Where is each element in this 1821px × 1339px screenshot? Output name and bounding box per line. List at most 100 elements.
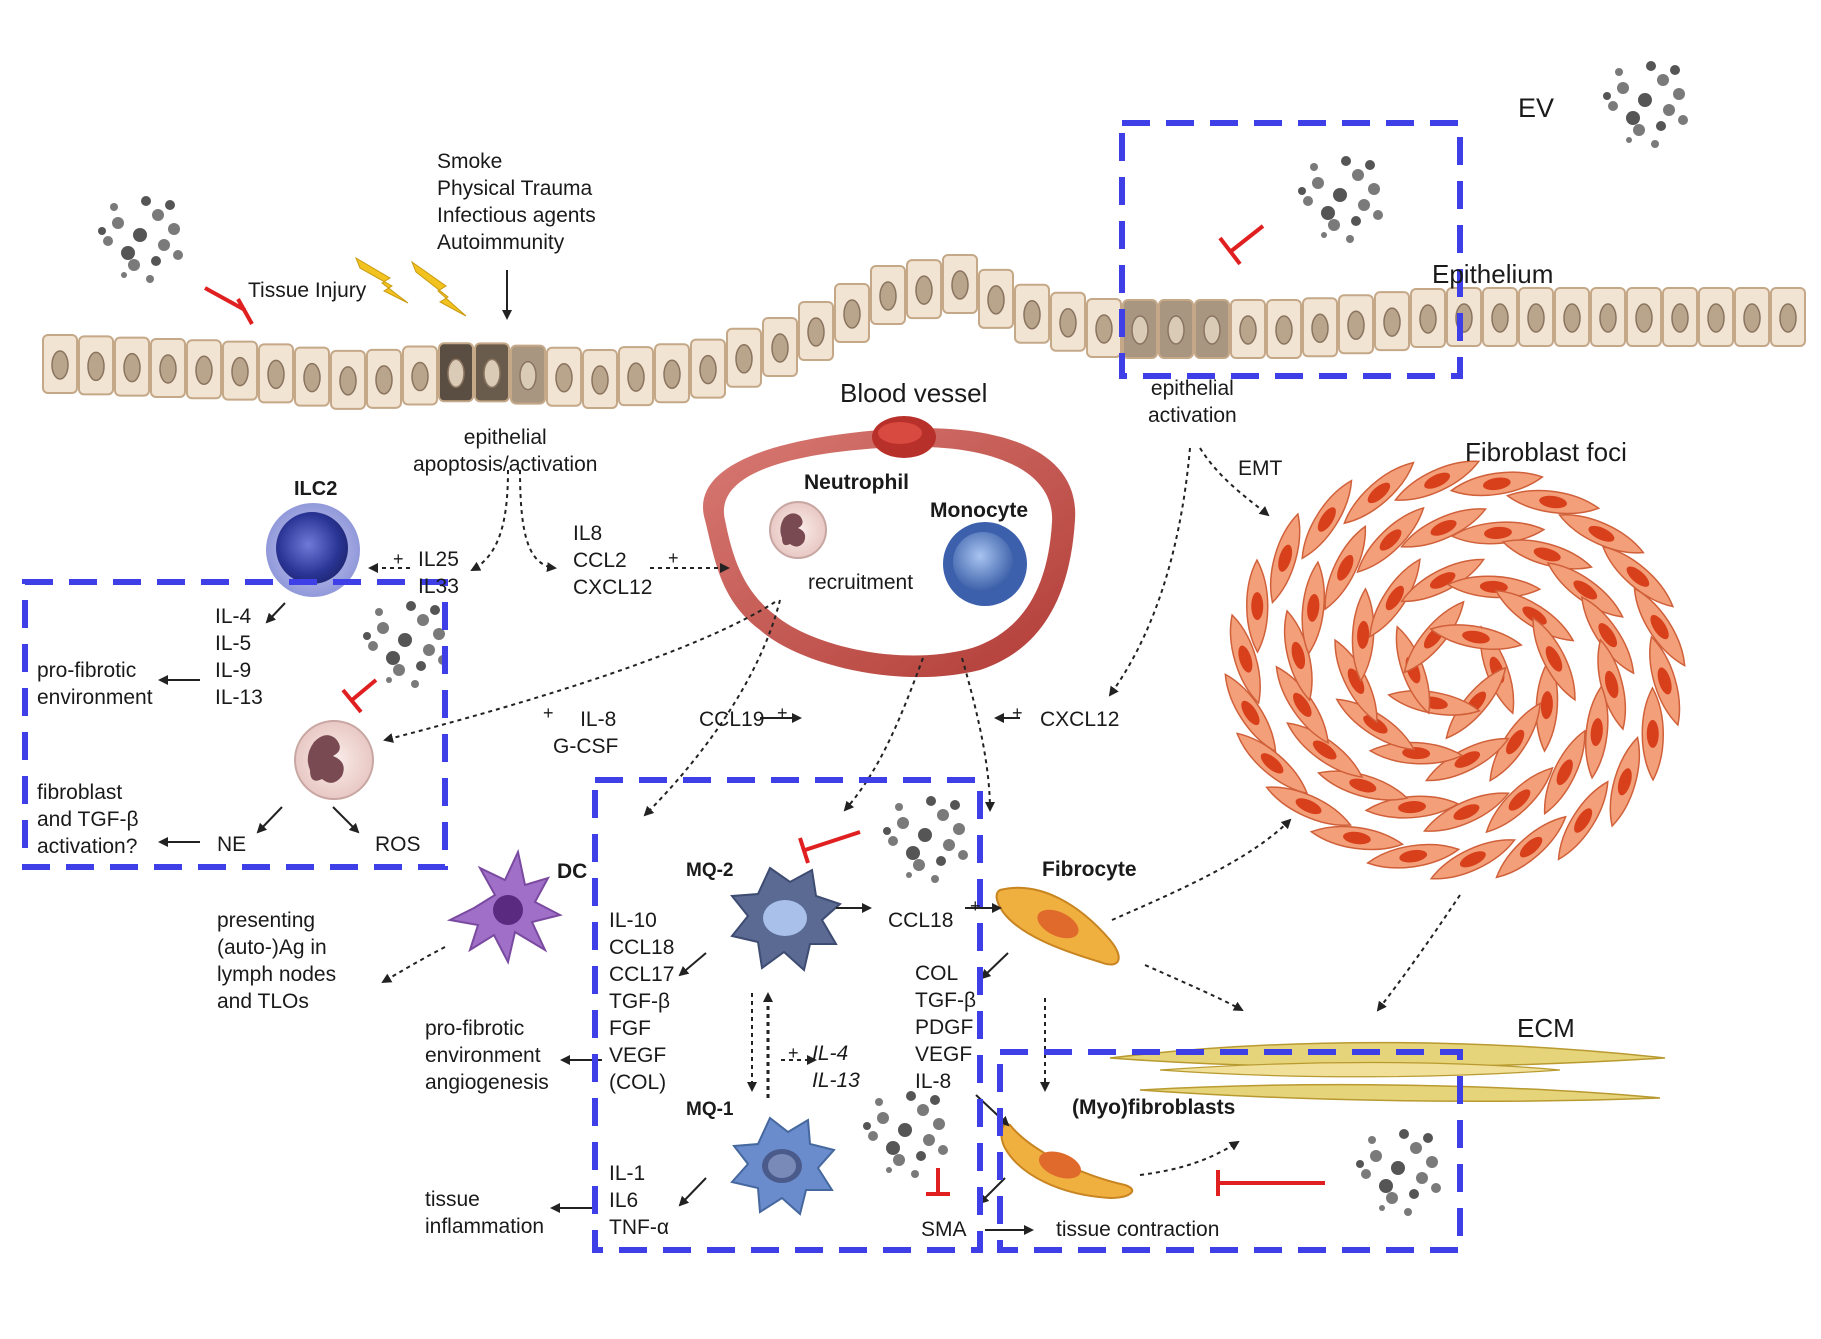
monocyte-label: Monocyte xyxy=(930,499,1029,522)
fibroblast-cell xyxy=(1489,702,1542,782)
label-line: epithelial xyxy=(463,426,547,449)
fibroblast-cell xyxy=(1424,737,1510,782)
epithelial-cell xyxy=(1122,299,1158,359)
fibroblast-cell xyxy=(1229,613,1261,705)
emt-label: EMT xyxy=(1238,457,1283,480)
epithelial-cell xyxy=(330,349,366,410)
inhibition-tissue-injury xyxy=(204,286,246,312)
ilc2-cytokines-label: IL-4 IL-5 IL-9 IL-13 xyxy=(215,603,263,711)
mediator-item: IL6 xyxy=(609,1189,639,1212)
epithelial-cell xyxy=(1734,287,1770,347)
fibroblast-cell xyxy=(1393,460,1481,501)
fibroblast-cell xyxy=(1301,560,1326,656)
epithelial-cell xyxy=(186,339,222,400)
mediator-item: IL25 xyxy=(418,548,459,571)
epithelial-cell xyxy=(1770,287,1806,347)
fibroblast-cell xyxy=(1649,635,1681,727)
epithelial-cell xyxy=(1230,299,1266,359)
il4-il13-label: IL-4 IL-13 xyxy=(812,1040,860,1094)
fibroblast-cell xyxy=(1429,624,1523,650)
epithelial-cell xyxy=(1302,297,1338,358)
label-line: fibroblast xyxy=(37,781,123,804)
epithelial-cell xyxy=(1590,287,1626,347)
ev-cluster xyxy=(98,196,183,283)
mediator-item: IL-10 xyxy=(609,909,657,932)
fibroblast-cell xyxy=(1275,665,1330,745)
fibroblast-cell xyxy=(1495,815,1567,879)
myofibroblast-cell xyxy=(1000,1123,1134,1200)
label-line: pro-fibrotic xyxy=(425,1017,525,1040)
epithelium-label: Epithelium xyxy=(1432,259,1554,289)
il25-il33-label: IL25 IL33 xyxy=(418,546,459,600)
epithelial-cell xyxy=(942,254,978,314)
epithelial-cell xyxy=(222,340,258,401)
plus-sign: + xyxy=(788,1043,799,1063)
epithelial-cell xyxy=(1662,287,1698,347)
epithelium-layer xyxy=(42,254,1806,410)
epithelial-cell xyxy=(1086,297,1122,358)
mediator-item: TGF-β xyxy=(915,989,977,1012)
fibroblast-cell xyxy=(1446,575,1542,599)
mediator-item: IL-8 xyxy=(580,708,617,731)
fibroblast-cell xyxy=(1351,587,1375,683)
ev-cluster xyxy=(363,601,448,688)
pro-fibrotic-angiogenesis-label: pro-fibrotic environment angiogenesis xyxy=(425,1015,549,1096)
fibrocyte-cell xyxy=(995,886,1120,966)
ev-cluster xyxy=(883,796,968,883)
epithelial-cell xyxy=(870,265,906,325)
fibroblast-cell xyxy=(1494,589,1575,642)
inhibition-mq2 xyxy=(804,830,861,852)
fibroblast-cell xyxy=(1449,471,1544,497)
fibroblast-cell xyxy=(1400,508,1487,548)
il8-gcsf-label: IL-8 G-CSF xyxy=(553,706,618,760)
epithelial-cell xyxy=(402,345,438,406)
macrophage-mq2 xyxy=(730,866,842,972)
fibroblast-cell xyxy=(1597,638,1627,731)
epithelial-cell xyxy=(978,268,1014,329)
monocyte-cell xyxy=(943,522,1027,606)
fibroblast-cell xyxy=(1558,514,1645,554)
plus-sign: + xyxy=(393,549,404,569)
ilc2-label: ILC2 xyxy=(294,478,338,500)
trigger-item: Physical Trauma xyxy=(437,177,593,200)
epithelial-cell xyxy=(582,349,618,409)
epithelial-cell xyxy=(114,336,150,397)
epithelial-cell xyxy=(762,317,798,377)
plus-sign: + xyxy=(668,548,679,568)
label-line: tissue xyxy=(425,1188,480,1211)
epithelial-cell xyxy=(798,301,834,361)
fibroblast-cell xyxy=(1368,741,1464,765)
blood-vessel-label: Blood vessel xyxy=(840,378,988,408)
mediator-item: IL-4 xyxy=(215,605,252,628)
epithelial-cell xyxy=(150,337,186,398)
epithelial-cell xyxy=(690,338,726,399)
epithelial-cell xyxy=(78,335,114,396)
arrow-to-il25 xyxy=(470,469,509,571)
neutrophil-label: Neutrophil xyxy=(804,471,909,494)
mediator-item: IL8 xyxy=(573,522,603,545)
mq2-label: MQ-2 xyxy=(686,860,734,881)
dc-label: DC xyxy=(557,860,588,883)
epithelial-cell xyxy=(654,343,690,404)
fibroblast-cell xyxy=(1324,524,1367,611)
ecm-fibers xyxy=(1109,1041,1666,1103)
trigger-list: Smoke Physical Trauma Infectious agents … xyxy=(437,148,596,256)
ev-cluster xyxy=(863,1091,948,1178)
tissue-injury-label: Tissue Injury xyxy=(248,279,367,302)
neutrophil-cell xyxy=(294,720,374,800)
epithelial-cell xyxy=(42,334,78,394)
mediator-item: PDGF xyxy=(915,1016,974,1039)
tissue-contraction-label: tissue contraction xyxy=(1056,1218,1220,1241)
ev-target-boxes xyxy=(22,120,1463,1253)
mediator-item: CCL2 xyxy=(573,549,627,572)
mediator-item: TGF-β xyxy=(609,990,671,1013)
label-line: inflammation xyxy=(425,1215,545,1238)
blood-vessel xyxy=(702,416,1076,678)
trigger-item: Smoke xyxy=(437,150,503,173)
arrow-to-il8 xyxy=(519,469,557,573)
mediator-item: CCL18 xyxy=(609,936,675,959)
label-line: and TLOs xyxy=(217,990,309,1013)
fibrocyte-label: Fibrocyte xyxy=(1042,858,1137,881)
